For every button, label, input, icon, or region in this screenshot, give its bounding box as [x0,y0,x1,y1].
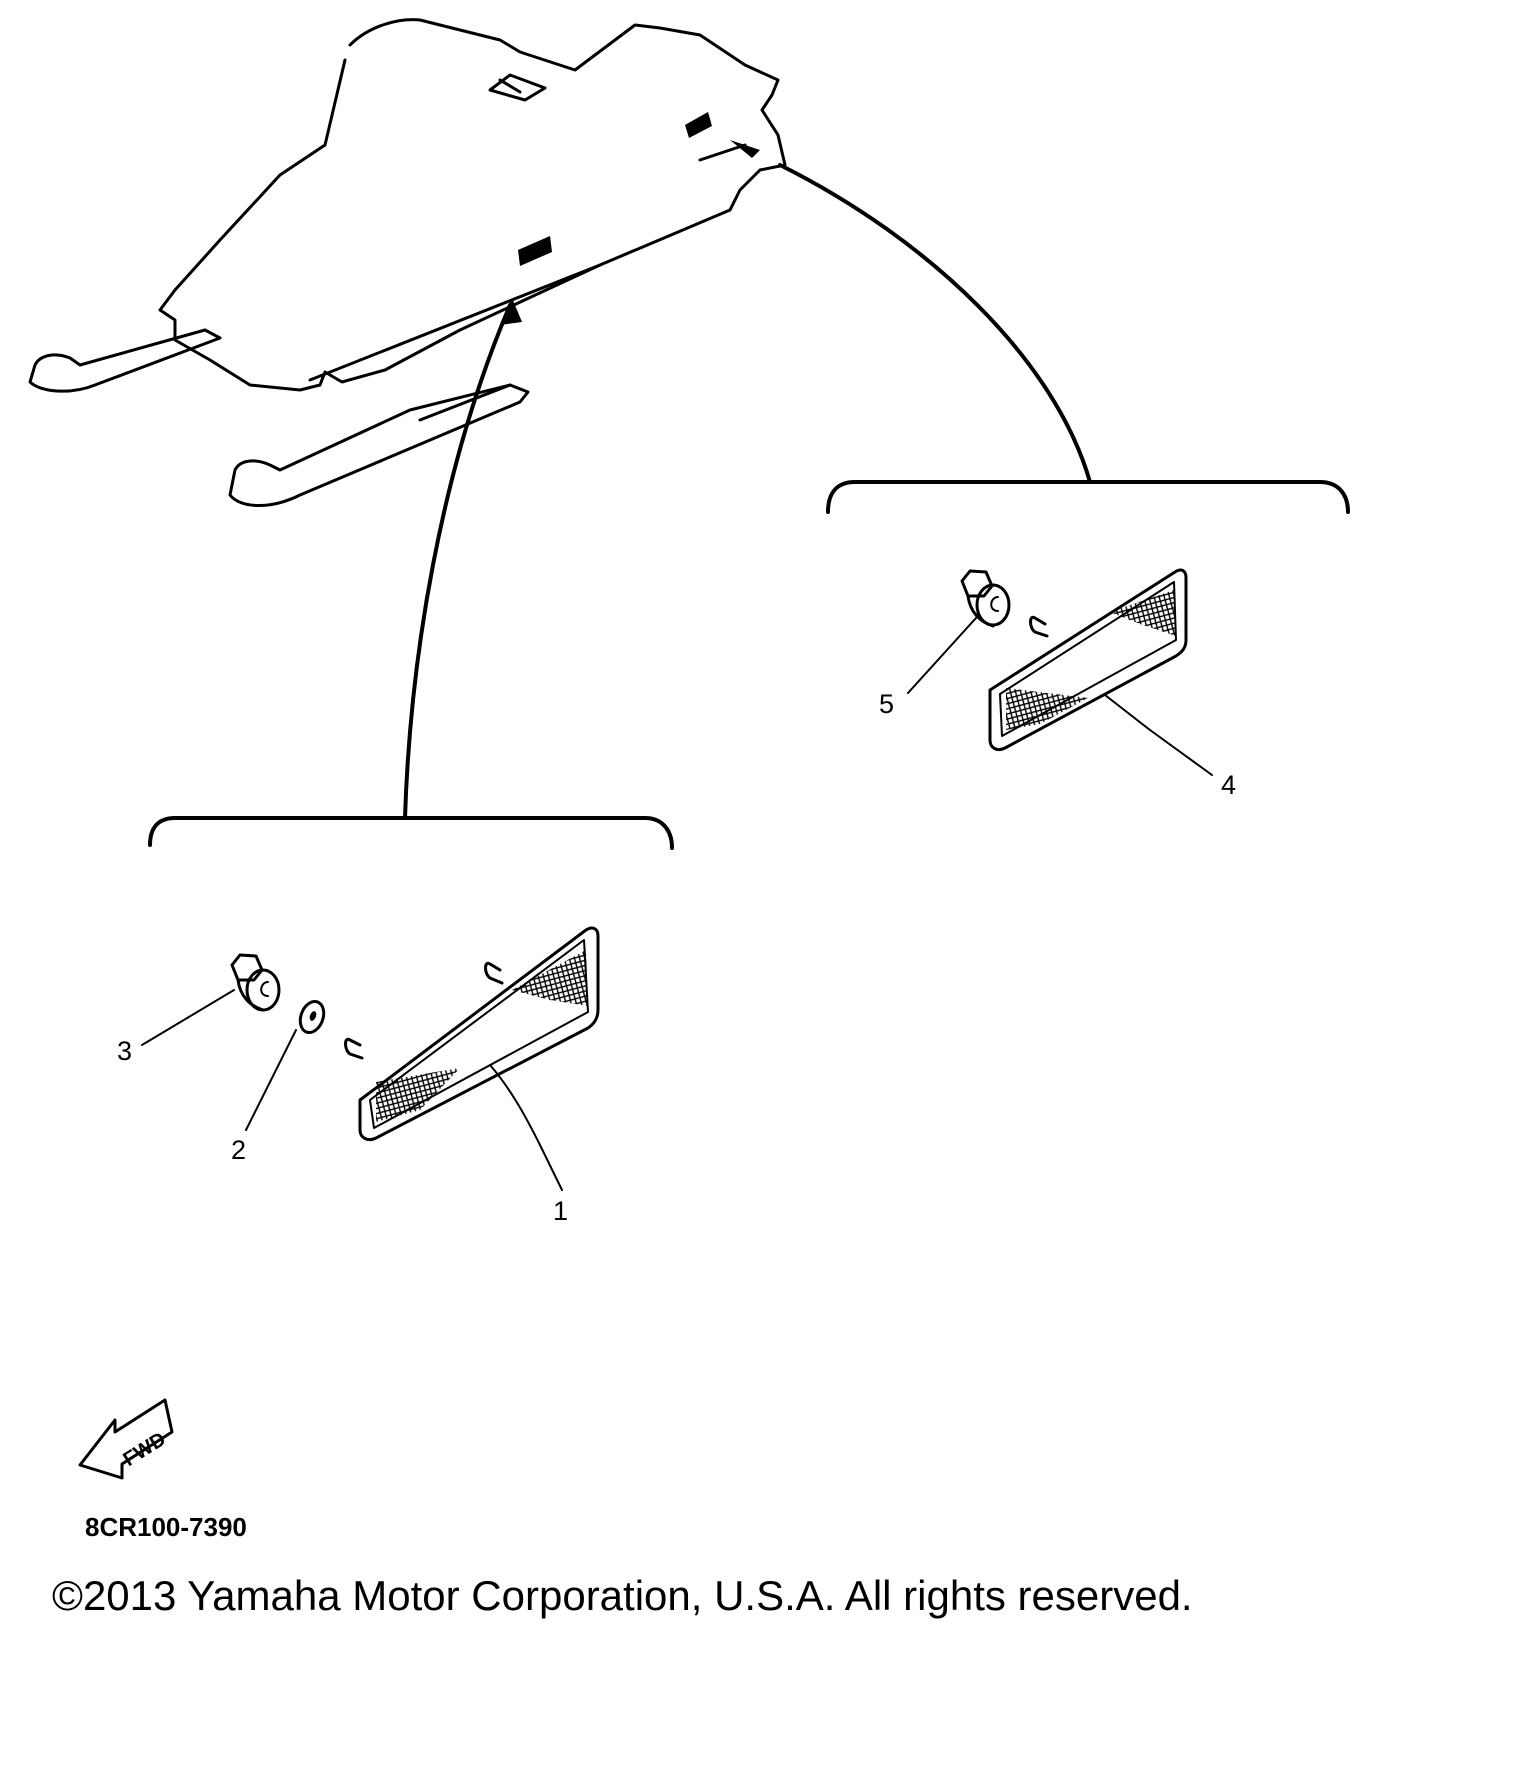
fwd-label: FWD [120,1428,170,1471]
flange-nut-upper [960,569,1011,628]
callout-1: 1 [553,1196,568,1226]
callout-2: 2 [231,1135,246,1165]
washer [298,1000,326,1034]
fwd-arrow-icon: FWD [78,1398,174,1480]
part-code: 8CR100-7390 [85,1512,247,1542]
group-bracket-upper [826,480,1350,514]
reflector-upper [988,568,1188,752]
callout-3: 3 [117,1036,132,1066]
snowmobile-illustration [28,18,787,507]
callout-5: 5 [879,689,894,719]
callout-leaders [141,617,1213,1191]
reflector-lower [344,926,600,1142]
callout-4: 4 [1221,770,1236,800]
flange-nut-lower [230,953,281,1012]
group-bracket-lower [148,816,674,850]
leader-lines [403,163,1092,820]
copyright-notice: ©2013 Yamaha Motor Corporation, U.S.A. A… [52,1572,1193,1619]
